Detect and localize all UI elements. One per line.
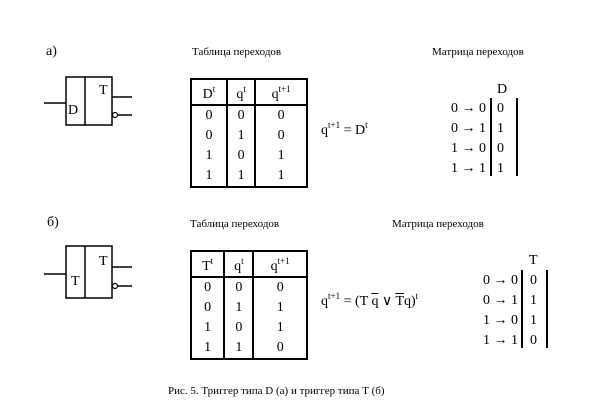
t-trigger-input-label: T bbox=[71, 274, 80, 289]
d-trigger-output-label: T bbox=[99, 83, 108, 98]
d-table-header-qnext: qt+1 bbox=[255, 78, 308, 106]
t-matrix-transitions: 0 → 0 0 → 1 1 → 0 1 → 1 bbox=[470, 271, 518, 351]
t-trigger-box bbox=[65, 245, 113, 299]
t-trigger-block: T T bbox=[44, 245, 132, 299]
list-item: 1 bbox=[497, 161, 504, 176]
list-item: 0 → 1 bbox=[451, 121, 486, 136]
section-a-label: а) bbox=[46, 44, 57, 59]
t-equation: qt+1 = (T q ∨ Tq)t bbox=[321, 291, 419, 309]
list-item: 1 bbox=[497, 121, 504, 136]
t-matrix-left-bar bbox=[521, 270, 523, 348]
t-table-header-qnext: qt+1 bbox=[253, 250, 308, 278]
section-a-table-title: Таблица переходов bbox=[192, 46, 282, 58]
d-table-header-d: Dt bbox=[190, 78, 228, 106]
d-table-header-q: qt bbox=[226, 78, 257, 106]
d-matrix-values: 0 1 0 1 bbox=[497, 99, 504, 179]
d-trigger-inverted-bubble bbox=[111, 111, 119, 119]
list-item: 0 → 1 bbox=[483, 293, 518, 308]
list-item: 1 → 0 bbox=[451, 141, 486, 156]
t-table-header-q: qt bbox=[224, 250, 255, 278]
list-item: 0 → 0 bbox=[451, 101, 486, 116]
section-b-matrix-title: Матрица переходов bbox=[392, 218, 484, 230]
d-trigger-box bbox=[65, 76, 113, 126]
d-matrix-right-bar bbox=[516, 98, 518, 176]
list-item: 0 bbox=[530, 333, 537, 348]
figure-caption: Рис. 5. Триггер типа D (а) и триггер тип… bbox=[168, 385, 385, 397]
t-matrix-header: T bbox=[529, 253, 538, 268]
section-b-table-title: Таблица переходов bbox=[190, 218, 280, 230]
d-trigger-input-label: D bbox=[68, 103, 78, 118]
t-trigger-output-label: T bbox=[99, 254, 108, 269]
t-matrix-right-bar bbox=[546, 270, 548, 348]
t-matrix-values: 0 1 1 0 bbox=[530, 271, 537, 351]
d-matrix-left-bar bbox=[490, 98, 492, 176]
list-item: 1 → 1 bbox=[451, 161, 486, 176]
list-item: 1 bbox=[530, 293, 537, 308]
t-table-header-t: Tt bbox=[189, 250, 226, 278]
list-item: 0 → 0 bbox=[483, 273, 518, 288]
list-item: 1 → 0 bbox=[483, 313, 518, 328]
list-item: 1 bbox=[530, 313, 537, 328]
list-item: 0 bbox=[497, 141, 504, 156]
list-item: 0 bbox=[497, 101, 504, 116]
d-matrix-header: D bbox=[497, 82, 508, 97]
d-equation: qt+1 = Dt bbox=[321, 120, 368, 138]
list-item: 1 → 1 bbox=[483, 333, 518, 348]
section-b-label: б) bbox=[47, 215, 59, 230]
list-item: 0 bbox=[530, 273, 537, 288]
d-trigger-block: D T bbox=[44, 76, 132, 126]
d-matrix-transitions: 0 → 0 0 → 1 1 → 0 1 → 1 bbox=[438, 99, 486, 179]
section-a-matrix-title: Матрица переходов bbox=[432, 46, 524, 58]
t-trigger-inverted-bubble bbox=[111, 282, 119, 290]
